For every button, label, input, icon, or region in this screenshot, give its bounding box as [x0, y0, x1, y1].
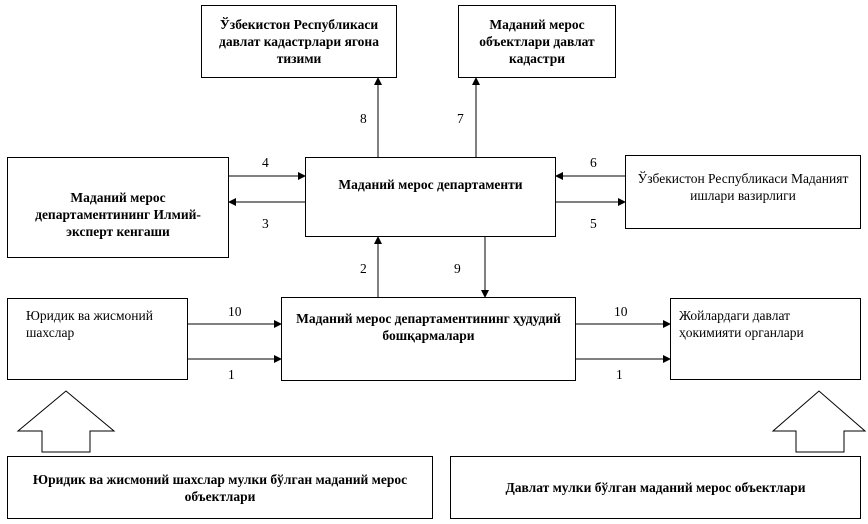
box-legal-persons: Юридик ва жисмоний шахслар — [7, 298, 188, 380]
box-ministry: Ўзбекистон Республикаси Маданият ишлари … — [625, 155, 861, 229]
hollow-arrow-left — [16, 390, 116, 453]
box-heritage-cadastre: Маданий мерос объектлари давлат кадастри — [458, 5, 616, 78]
hollow-arrow-right — [771, 390, 867, 453]
box-private-objects: Юридик ва жисмоний шахслар мулки бўлган … — [7, 456, 433, 519]
label-8: 8 — [360, 111, 367, 126]
label-1-right: 1 — [616, 367, 623, 382]
label-10-left: 10 — [228, 304, 242, 319]
box-registry-system-label: Ўзбекистон Республикаси давлат кадастрла… — [219, 17, 379, 66]
box-regional-offices: Маданий мерос департаментининг ҳудудий б… — [281, 297, 576, 381]
label-3: 3 — [262, 216, 269, 231]
box-expert-council-label: Маданий мерос департаментининг Илмий-экс… — [35, 190, 201, 239]
box-regional-offices-label: Маданий мерос департаментининг ҳудудий б… — [296, 311, 561, 343]
box-registry-system: Ўзбекистон Республикаси давлат кадастрла… — [201, 5, 397, 78]
box-private-objects-label: Юридик ва жисмоний шахслар мулки бўлган … — [32, 471, 408, 504]
box-local-authorities: Жойлардаги давлат ҳокимияти органлари — [670, 298, 861, 380]
box-state-objects-label: Давлат мулки бўлган маданий мерос объект… — [505, 480, 806, 495]
box-department-label: Маданий мерос департаменти — [338, 177, 523, 192]
box-department: Маданий мерос департаменти — [305, 157, 556, 237]
label-5: 5 — [590, 216, 597, 231]
box-heritage-cadastre-label: Маданий мерос объектлари давлат кадастри — [479, 17, 595, 66]
box-local-authorities-label: Жойлардаги давлат ҳокимияти органлари — [679, 308, 804, 340]
box-ministry-label: Ўзбекистон Республикаси Маданият ишлари … — [637, 171, 849, 203]
label-1-left: 1 — [228, 367, 235, 382]
label-4: 4 — [262, 155, 269, 170]
label-9: 9 — [454, 261, 461, 276]
box-expert-council: Маданий мерос департаментининг Илмий-экс… — [7, 157, 229, 258]
label-6: 6 — [590, 155, 597, 170]
box-legal-persons-label: Юридик ва жисмоний шахслар — [26, 308, 153, 340]
label-7: 7 — [457, 111, 464, 126]
label-10-right: 10 — [614, 304, 628, 319]
label-2: 2 — [360, 261, 367, 276]
box-state-objects: Давлат мулки бўлган маданий мерос объект… — [450, 456, 861, 519]
